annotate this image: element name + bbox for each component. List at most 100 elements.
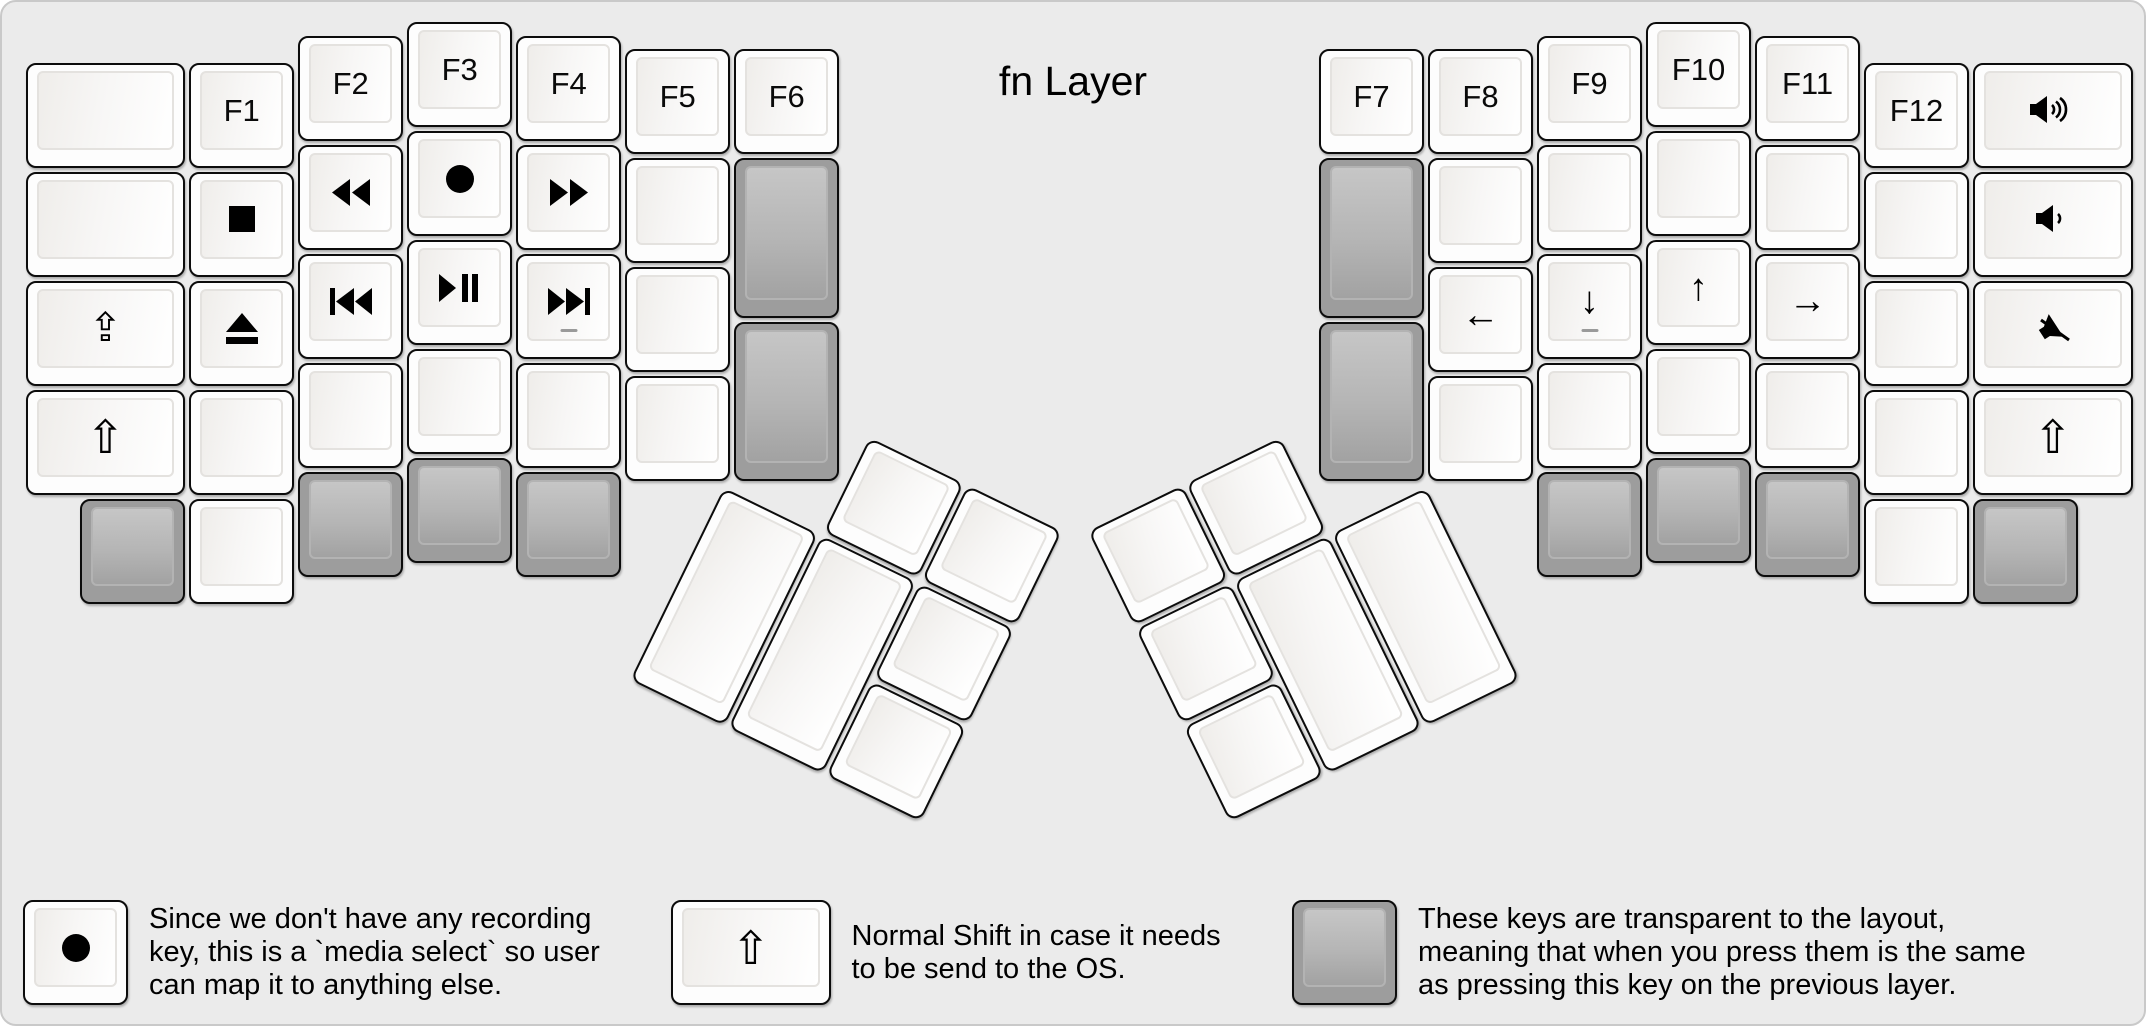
key-prev-track [298, 253, 404, 359]
legend-text-line: can map it to anything else. [149, 969, 503, 1001]
keycap-surface [309, 370, 393, 450]
key-blank [1755, 144, 1860, 250]
key-caps-lock: ⇪ [25, 280, 186, 386]
key-label: F6 [768, 79, 805, 115]
keycap-surface [1439, 384, 1522, 464]
key-f3: F3 [407, 22, 513, 127]
arrow-left-icon: ← [1461, 293, 1500, 336]
keycap-surface: F5 [636, 57, 720, 137]
key-rewind [298, 144, 404, 250]
keycap-surface: ⇧ [36, 397, 175, 477]
key-f4: F4 [516, 35, 622, 141]
keycap-surface [1303, 908, 1386, 987]
keycap-surface: F9 [1548, 43, 1631, 123]
key-play-pause [407, 240, 513, 345]
arrow-up-icon: ↑ [1689, 266, 1708, 309]
key-blank [407, 349, 513, 454]
keycap-surface [841, 449, 951, 557]
keycap-surface: F1 [200, 70, 284, 150]
legend-text-line: meaning that when you press them is the … [1418, 936, 2026, 968]
keycap-surface [636, 166, 720, 246]
keycap-surface: ↑ [1657, 248, 1740, 327]
keycap-surface [1657, 357, 1740, 436]
record-icon [445, 164, 475, 194]
keycap-surface [1875, 288, 1958, 368]
legend-key-normal-shift: ⇧ [671, 900, 831, 1005]
key-label: F3 [441, 52, 478, 87]
fast-forward-icon [549, 178, 588, 206]
key-label: F10 [1671, 52, 1726, 87]
key-label: F8 [1462, 79, 1499, 115]
key-f10: F10 [1646, 22, 1751, 127]
key-arrow-down: ↓ [1537, 253, 1642, 359]
key-label: F9 [1571, 65, 1608, 101]
key-blank [1864, 171, 1969, 277]
key-f12: F12 [1864, 62, 1969, 168]
key-arrow-left: ← [1428, 267, 1533, 373]
key-media-select [23, 900, 128, 1005]
homing-bar [560, 328, 578, 332]
keycap-surface [745, 329, 829, 464]
key-transparent [1646, 458, 1751, 563]
keycap-surface [1199, 449, 1309, 557]
key-label: F1 [223, 92, 260, 128]
layer-title: fn Layer [998, 58, 1148, 104]
legend-text-line: Since we don't have any recording [149, 903, 592, 935]
keycap-surface [939, 497, 1049, 605]
legend-key-media-select [23, 900, 128, 1005]
keycap-surface [91, 506, 175, 586]
keycap-surface [36, 70, 175, 150]
keycap-surface [200, 506, 284, 586]
keycap-surface [309, 261, 393, 341]
keycap-surface [1875, 397, 1958, 477]
legend-text-line: as pressing this key on the previous lay… [1418, 969, 1957, 1001]
keycap-surface [1766, 479, 1849, 559]
key-volume-down [1973, 171, 2133, 277]
keycap-surface [1875, 179, 1958, 259]
legend-text-line: These keys are transparent to the layout… [1418, 903, 1946, 935]
keycap-surface [636, 275, 720, 355]
prev-track-icon [329, 287, 372, 315]
key-transparent [80, 498, 186, 604]
key-f5: F5 [625, 49, 731, 155]
keycap-surface [1875, 506, 1958, 586]
keycap-surface [418, 248, 502, 327]
key-blank [1537, 144, 1642, 250]
key-blank [189, 498, 295, 604]
keycap-surface [418, 139, 502, 218]
homing-bar [1581, 328, 1598, 332]
keycap-surface [200, 288, 284, 368]
legend-item-transparent-keys: These keys are transparent to the layout… [1292, 900, 2026, 1005]
play-pause-icon [438, 273, 481, 302]
key-transparent [1973, 498, 2078, 604]
key-f2: F2 [298, 35, 404, 141]
key-next-track [516, 253, 622, 359]
key-transparent [298, 471, 404, 577]
mute-icon [2033, 310, 2073, 346]
legend-text-line: Normal Shift in case it needs [851, 919, 1221, 952]
keycap-surface [1101, 497, 1211, 605]
legend-key-transparent [1292, 900, 1397, 1005]
keycap-surface [1984, 179, 2122, 259]
rewind-icon [331, 178, 370, 206]
key-transparent [1537, 471, 1642, 577]
key-f9: F9 [1537, 35, 1642, 141]
record-icon [61, 933, 91, 963]
key-transparent [1319, 158, 1424, 318]
keycap-surface [1657, 466, 1740, 545]
keycap-surface: F11 [1766, 43, 1849, 123]
key-media-select [407, 131, 513, 236]
key-f1: F1 [189, 62, 295, 168]
key-blank [1864, 498, 1969, 604]
key-blank [25, 62, 186, 168]
key-blank [1755, 362, 1860, 468]
key-blank [625, 376, 731, 482]
keycap-surface [1330, 329, 1413, 464]
key-arrow-up: ↑ [1646, 240, 1751, 345]
eject-icon [225, 312, 259, 344]
keycap-surface [1984, 288, 2122, 368]
key-blank [1428, 158, 1533, 264]
